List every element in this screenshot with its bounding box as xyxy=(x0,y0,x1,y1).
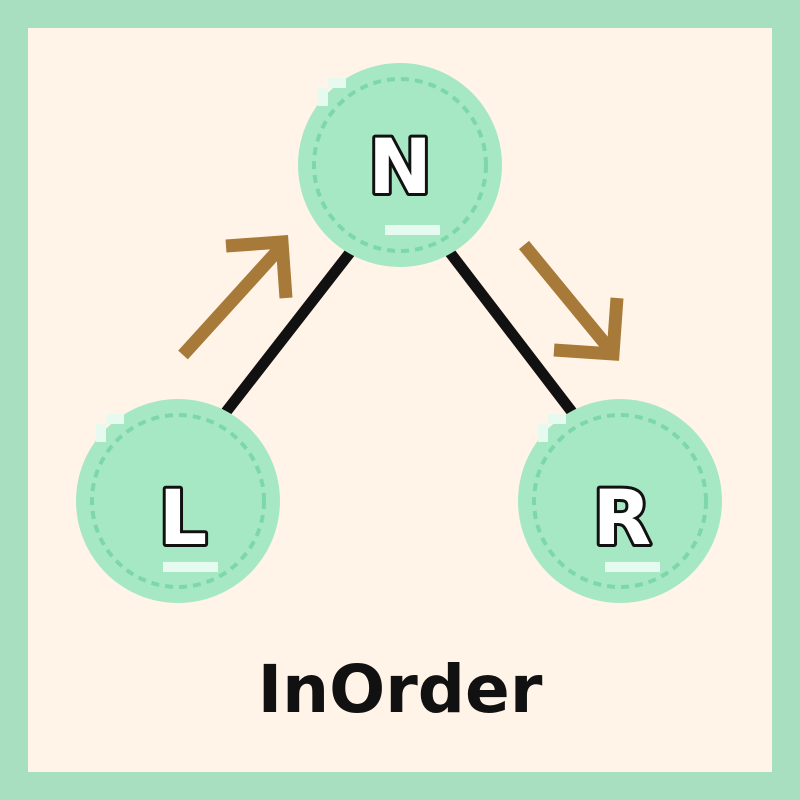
node-right-label: R xyxy=(593,473,652,562)
edge-root-right xyxy=(443,246,577,416)
node-left-shape xyxy=(76,399,280,603)
node-root-ring xyxy=(312,77,488,253)
node-right-shape xyxy=(518,399,722,603)
node-right-highlight-2 xyxy=(538,424,548,442)
node-right-shine xyxy=(605,562,660,572)
node-root: N xyxy=(298,63,502,267)
node-left-highlight xyxy=(106,414,124,424)
arrow-up-right-icon xyxy=(178,235,293,360)
edge-root-left xyxy=(221,246,357,416)
node-root-label: N xyxy=(368,122,432,211)
node-left-highlight-2 xyxy=(96,424,106,442)
node-left-shine xyxy=(163,562,218,572)
node-left-label: L xyxy=(159,473,207,562)
node-right-ring xyxy=(532,413,708,589)
node-left-ring xyxy=(90,413,266,589)
caption-title: InOrder xyxy=(258,651,543,728)
node-left: L xyxy=(76,399,280,603)
node-root-highlight-2 xyxy=(318,88,328,106)
node-root-shape xyxy=(298,63,502,267)
node-right: R xyxy=(518,399,722,603)
node-root-shine xyxy=(385,225,440,235)
node-root-highlight xyxy=(328,78,346,88)
node-right-highlight xyxy=(548,414,566,424)
arrow-down-right-icon xyxy=(518,240,624,361)
